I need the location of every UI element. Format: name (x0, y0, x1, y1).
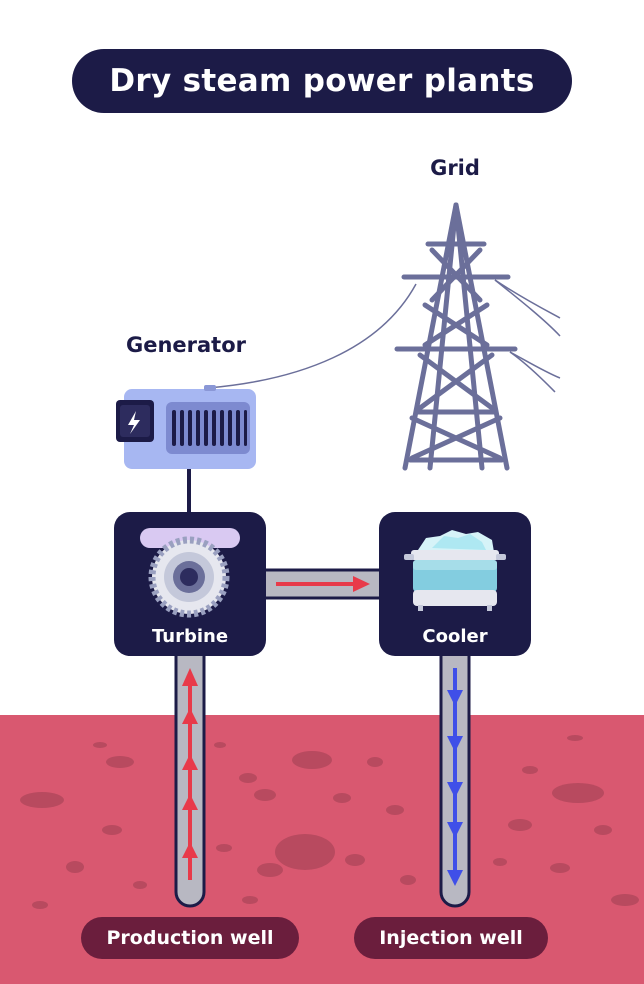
injection-well-label: Injection well (354, 917, 548, 959)
production-well (174, 648, 206, 908)
generator-icon (116, 385, 256, 469)
turbine-label: Turbine (151, 626, 229, 647)
ground-rocks (20, 735, 639, 909)
power-tower-icon (394, 202, 518, 471)
power-lines (207, 279, 561, 393)
generator-label: Generator (125, 333, 247, 357)
turbine-icon (140, 528, 240, 618)
cooler-icon (404, 530, 506, 611)
page-title: Dry steam power plants (72, 49, 572, 113)
grid-label: Grid (430, 156, 480, 180)
cooler-label: Cooler (422, 626, 488, 647)
production-well-label: Production well (81, 917, 299, 959)
steam-flow-arrowhead (353, 576, 370, 592)
injection-well (439, 648, 471, 908)
